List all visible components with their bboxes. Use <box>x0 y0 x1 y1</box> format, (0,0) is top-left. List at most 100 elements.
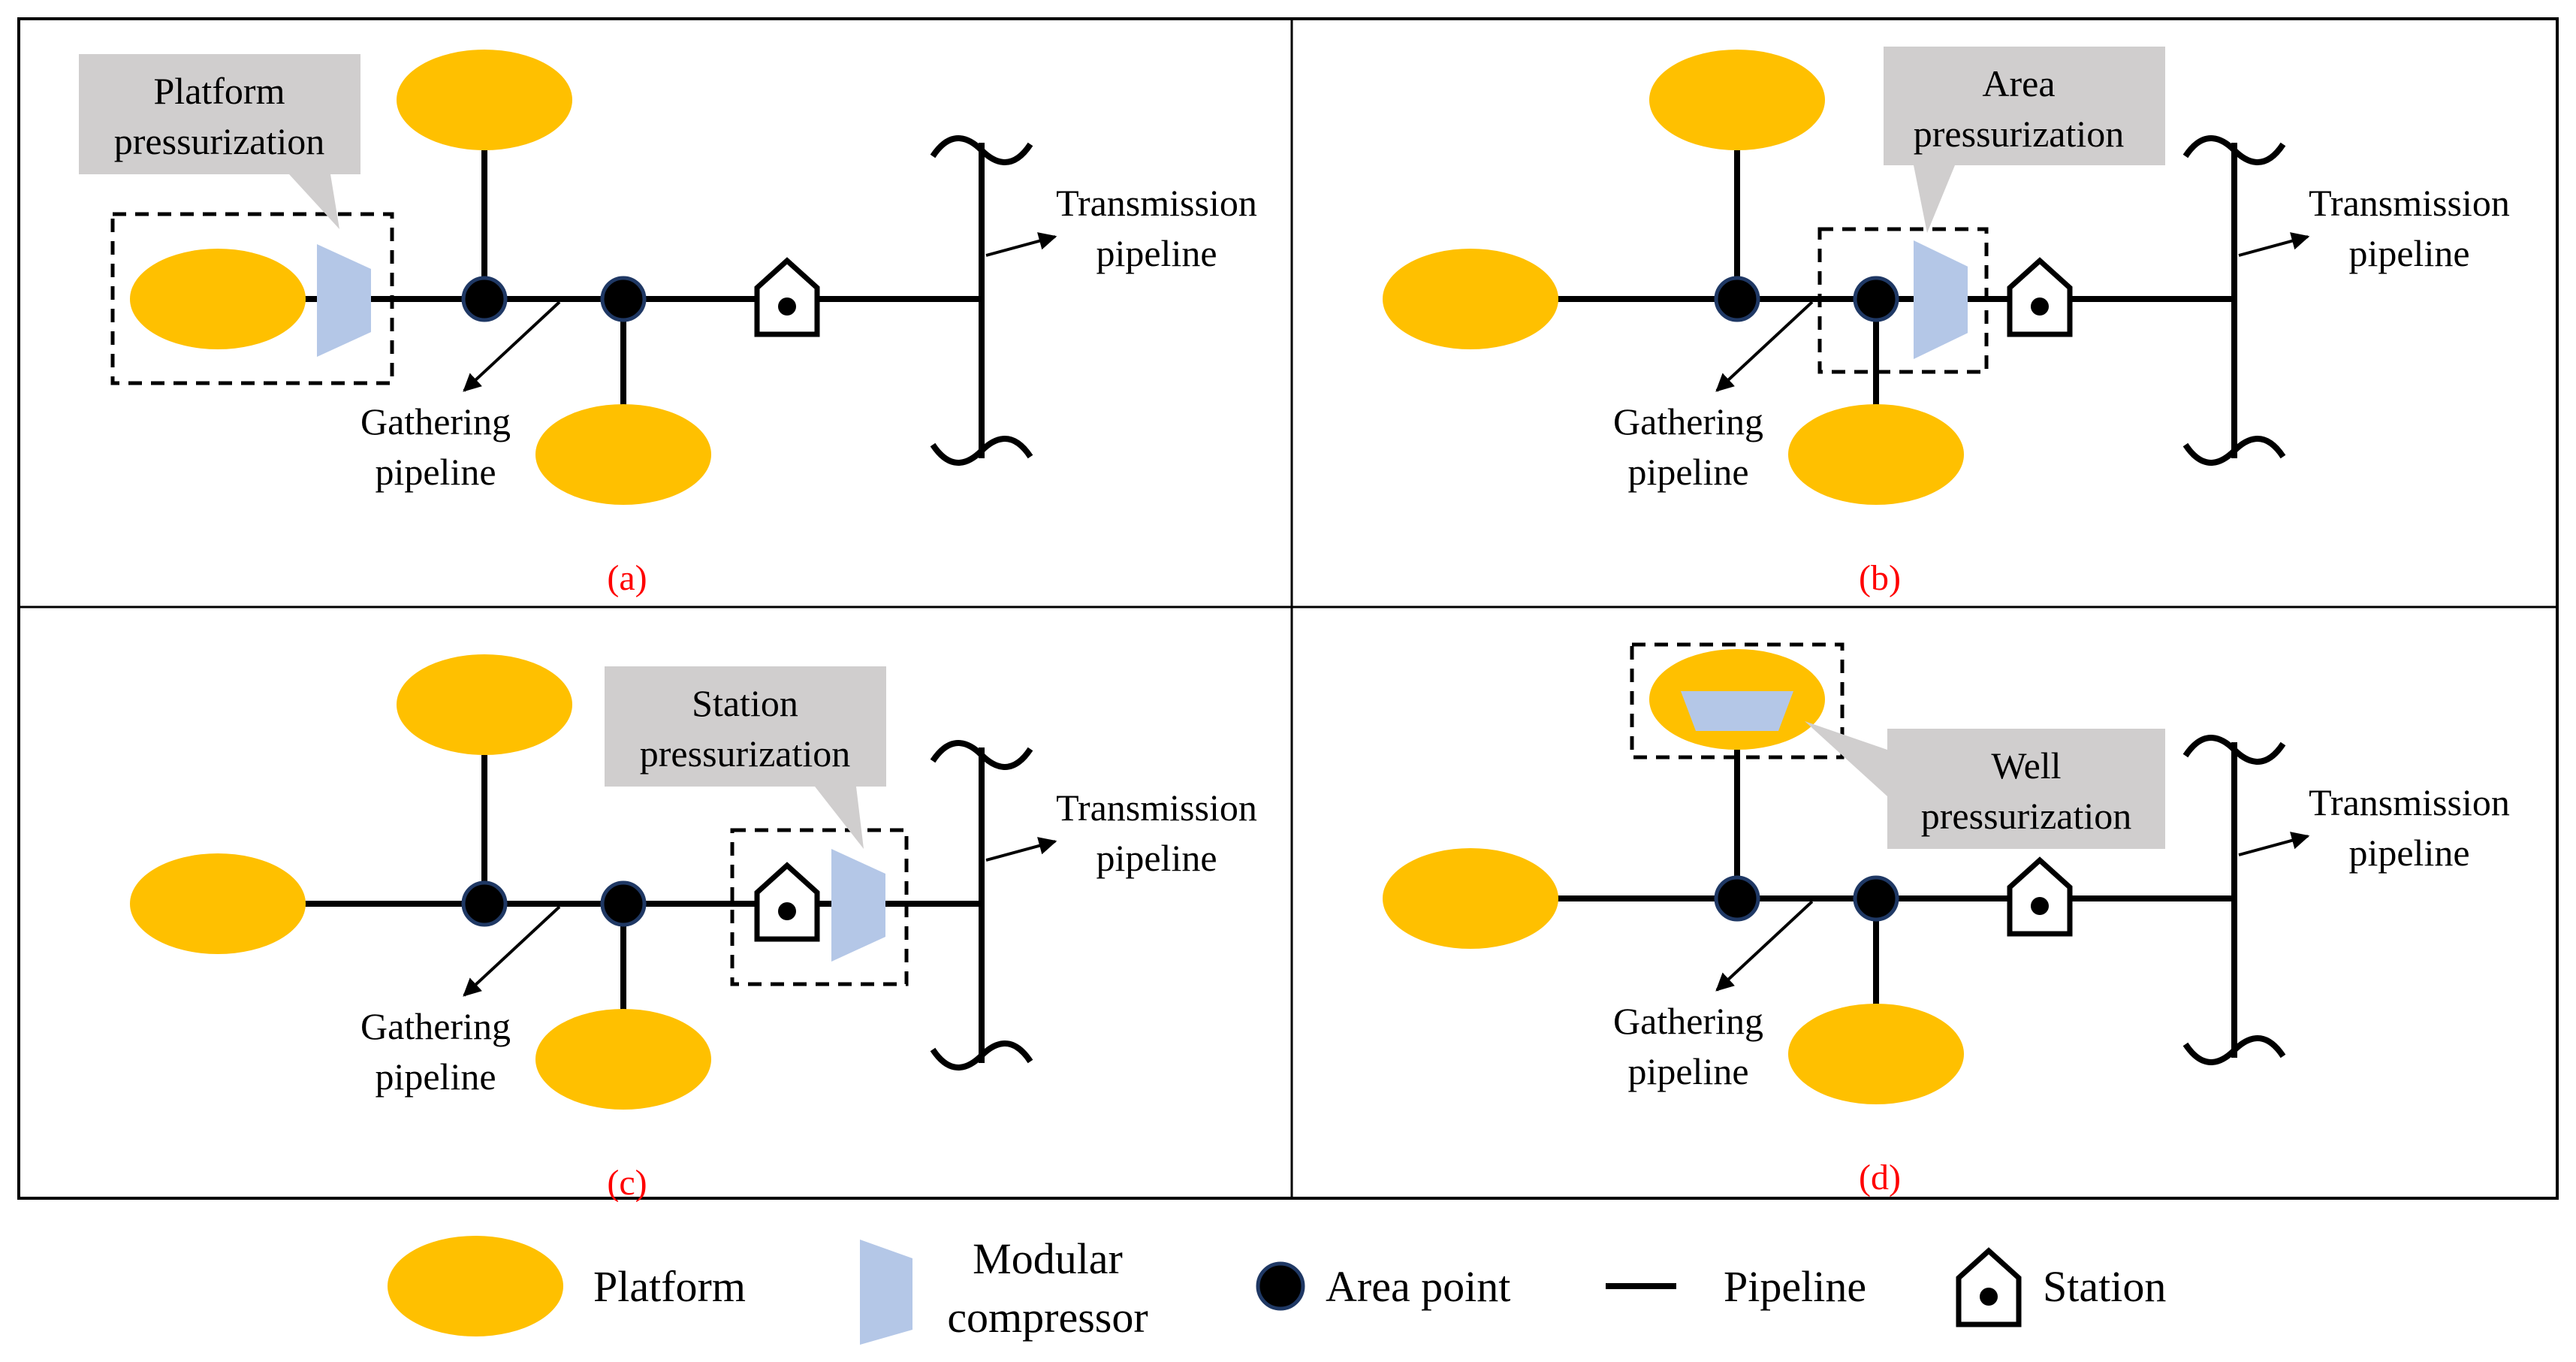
transmission-break <box>2182 735 2286 765</box>
gathering-pipeline-label: Gathering <box>360 1005 511 1047</box>
callout-text: Well <box>1991 744 2061 787</box>
legend-pipeline-label: Pipeline <box>1724 1262 1866 1311</box>
legend-platform-icon <box>388 1236 563 1336</box>
legend-platform-label: Platform <box>593 1262 746 1311</box>
highlight-box <box>1630 642 1845 760</box>
platform-ellipse <box>130 249 306 349</box>
gathering-pipeline-arrow <box>463 300 561 392</box>
area-point <box>1853 276 1899 322</box>
gathering-pipeline-arrow <box>1715 900 1814 992</box>
area-point <box>461 276 508 322</box>
transmission-break <box>2182 135 2286 165</box>
gathering-pipeline-label: pipeline <box>375 1055 496 1098</box>
transmission-break <box>2182 436 2286 466</box>
gathering-pipeline-label: Gathering <box>1613 1000 1763 1042</box>
panel-caption: (b) <box>1859 558 1901 598</box>
legend-area-point-icon <box>1256 1261 1305 1311</box>
callout-pointer <box>1805 721 1887 796</box>
gathering-pipeline-label: Gathering <box>1613 400 1763 442</box>
platform-ellipse <box>1788 404 1964 505</box>
callout-box <box>1887 729 2165 849</box>
gathering-pipeline-label: pipeline <box>375 451 496 493</box>
transmission-pipeline-arrow <box>985 837 1057 862</box>
highlight-box <box>730 828 909 986</box>
panel-b: Gathering pipeline Transmission pipeline (b)… <box>1383 47 2510 598</box>
gathering-pipeline-arrow <box>463 905 561 997</box>
gathering-pipeline-label: Gathering <box>360 400 511 442</box>
panel-caption: (d) <box>1859 1158 1901 1197</box>
area-point <box>1714 276 1760 322</box>
transmission-pipeline-arrow <box>985 232 1057 257</box>
transmission-pipeline-label: Transmission <box>2309 182 2510 224</box>
figure-frame <box>17 17 2559 1200</box>
platform-ellipse <box>535 404 711 505</box>
area-point <box>1853 875 1899 922</box>
transmission-break <box>930 436 1033 466</box>
station-icon-dot <box>2031 897 2049 915</box>
platform-ellipse <box>130 853 306 954</box>
legend-compressor-label: Modular <box>973 1234 1123 1283</box>
transmission-pipeline-arrow <box>2238 832 2310 856</box>
callout-text: pressurization <box>640 732 850 775</box>
area-point <box>600 880 647 927</box>
platform-ellipse <box>1383 848 1558 949</box>
panel-a: Gathering pipeline Transmission pipeline (a)… <box>79 50 1257 598</box>
area-point <box>461 880 508 927</box>
callout-text: pressurization <box>1914 113 2124 155</box>
platform-ellipse <box>1649 50 1825 150</box>
transmission-pipeline-label: Transmission <box>2309 781 2510 823</box>
callout-text: pressurization <box>1921 795 2131 837</box>
transmission-pipeline-label: pipeline <box>1096 837 1217 879</box>
modular-compressor <box>1914 240 1968 359</box>
legend-station-label: Station <box>2043 1262 2166 1311</box>
callout-pointer <box>289 174 339 229</box>
station-icon-dot <box>778 902 796 920</box>
callout-box <box>605 666 886 787</box>
modular-compressor <box>831 849 885 962</box>
transmission-break <box>930 1040 1033 1071</box>
transmission-pipeline-label: Transmission <box>1056 787 1257 829</box>
platform-ellipse <box>397 50 572 150</box>
callout-box <box>79 54 360 174</box>
legend: Platform Modular compressor Area point Pipel… <box>388 1234 2166 1345</box>
callout-pointer <box>1914 165 1955 233</box>
transmission-pipeline-label: Transmission <box>1056 182 1257 224</box>
platform-ellipse <box>535 1009 711 1110</box>
highlight-box <box>1817 227 1989 374</box>
callout-box <box>1884 47 2165 165</box>
transmission-pipeline-label: pipeline <box>1096 232 1217 274</box>
station-icon-dot <box>778 297 796 316</box>
gathering-pipeline-label: pipeline <box>1627 451 1748 493</box>
legend-compressor-icon <box>860 1240 912 1345</box>
callout-text: Area <box>1982 62 2055 104</box>
panel-c: Gathering pipeline Transmission pipeline (c)… <box>130 654 1257 1203</box>
platform-ellipse <box>1788 1004 1964 1104</box>
transmission-pipeline-arrow <box>2238 232 2310 257</box>
transmission-pipeline-label: pipeline <box>2348 832 2469 874</box>
panel-caption: (a) <box>607 558 647 598</box>
transmission-pipeline-label: pipeline <box>2348 232 2469 274</box>
panel-d: Gathering pipeline Transmission pipeline (d)… <box>1383 642 2510 1197</box>
modular-compressor <box>1681 691 1793 731</box>
area-point <box>600 276 647 322</box>
transmission-break <box>930 740 1033 770</box>
platform-ellipse <box>397 654 572 755</box>
legend-area-point-label: Area point <box>1326 1262 1510 1311</box>
station-icon-dot <box>2031 297 2049 316</box>
legend-compressor-label: compressor <box>947 1293 1148 1342</box>
transmission-break <box>930 135 1033 165</box>
area-point <box>1714 875 1760 922</box>
gathering-pipeline-arrow <box>1715 300 1814 392</box>
legend-station-icon-dot <box>1980 1288 1998 1306</box>
callout-text: Station <box>692 682 798 724</box>
highlight-box <box>110 212 394 385</box>
callout-pointer <box>815 787 864 849</box>
callout-text: Platform <box>154 70 285 112</box>
panels: GatheringpipelineTransmissionpipeline(a)… <box>79 47 2510 1203</box>
gathering-pipeline-label: pipeline <box>1627 1050 1748 1092</box>
platform-ellipse <box>1383 249 1558 349</box>
transmission-break <box>2182 1035 2286 1065</box>
panel-caption: (c) <box>607 1163 647 1203</box>
